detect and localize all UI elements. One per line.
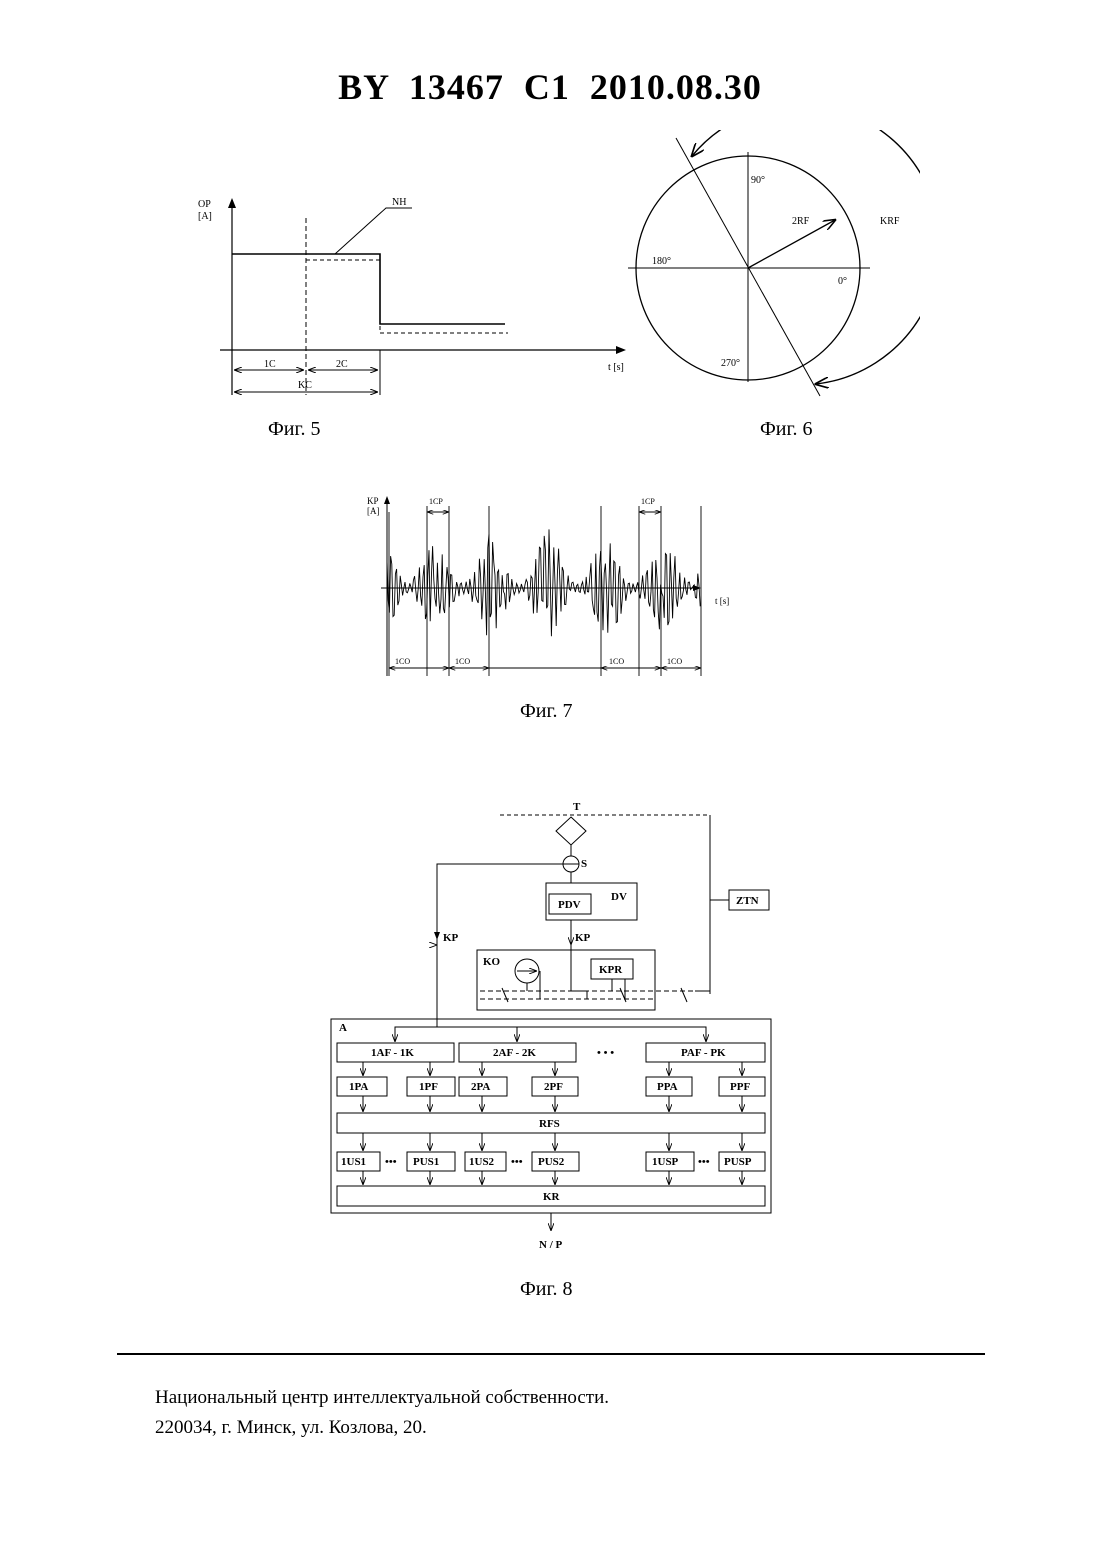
fig8-ppa-label: PPA [657,1081,678,1093]
fig8-2pa-label: 2PA [471,1081,490,1093]
fig7-1co-label-a: 1CO [395,657,410,666]
fig8-label-a: A [339,1022,347,1034]
fig8-pus2-label: PUS2 [538,1156,565,1168]
fig8-label-dv: DV [611,891,627,903]
fig5-y-arrow [228,198,236,208]
fig7-1co-label-d: 1CO [667,657,682,666]
fig8-af-label-p: PAF - PK [681,1047,726,1059]
fig8-label-s: S [581,858,587,870]
fig8-af-label-2: 2AF - 2K [493,1047,536,1059]
fig5-1c-label: 1C [264,359,276,370]
fig8-label-kp-left: KP [443,932,459,944]
fig8-kr-label: KR [543,1191,561,1203]
fig8-label-t: T [573,801,581,813]
fig8-kp-arrow-left [434,932,440,940]
fig8-1us2-label: 1US2 [469,1156,495,1168]
fig8-af-label-1: 1AF - 1K [371,1047,414,1059]
fig8-1pf-label: 1PF [419,1081,438,1093]
fig7-1co-label-b: 1CO [455,657,470,666]
fig6-label-90: 90° [751,175,765,186]
fig6-label-krf: KRF [880,216,900,227]
fig5-dashed-curve [306,260,508,333]
footer: Национальный центр интеллектуальной собс… [155,1383,609,1443]
fig6-label-180: 180° [652,256,671,267]
fig8-2pf-label: 2PF [544,1081,563,1093]
fig7-y-label: KP [367,496,379,506]
fig6-caption: Фиг. 6 [760,418,812,441]
figure-6-phase-diagram: 90° 180° 0° 270° 2RF KRF [620,130,920,405]
figure-7-signal-chart: KP [A] t [s] 1CP 1CP 1CO 1CO 1CO 1CO [365,492,745,684]
fig8-ppf-label: PPF [730,1081,750,1093]
fig7-1cp-label-a: 1CP [429,497,443,506]
fig8-1us1-label: 1US1 [341,1156,366,1168]
fig5-nh-leader [335,208,412,254]
fig7-x-label: t [s] [715,596,729,606]
fig7-interval-markers [389,506,701,676]
fig6-label-270: 270° [721,358,740,369]
fig5-2c-label: 2C [336,359,348,370]
fig8-small-dots-3: ••• [698,1156,710,1168]
fig8-pusp-label: PUSP [724,1156,752,1168]
fig5-solid-curve [232,254,505,324]
fig8-small-dots-2: ••• [511,1156,523,1168]
fig8-np-label: N / P [539,1239,563,1251]
fig7-y-unit: [A] [367,506,380,516]
fig8-rfs-label: RFS [539,1118,560,1130]
fig8-pus1-label: PUS1 [413,1156,439,1168]
fig8-label-pdv: PDV [558,899,581,911]
fig5-y-unit: [A] [198,211,212,222]
figure-8-block-diagram: T S DV PDV ZTN KP KP KO KPR A 1AF - 1K 2… [325,795,785,1255]
fig5-kc-label: KC [298,380,312,391]
fig8-1pa-label: 1PA [349,1081,368,1093]
fig5-y-label: OP [198,199,211,210]
fig7-1co-label-c: 1CO [609,657,624,666]
fig6-label-2rf: 2RF [792,216,810,227]
fig8-1usp-label: 1USP [652,1156,679,1168]
page-title: BY 13467 C1 2010.08.30 [0,66,1100,108]
fig8-label-ko: KO [483,956,501,968]
fig7-caption: Фиг. 7 [520,700,572,723]
figure-5-step-chart: OP [A] t [s] NH 1C 2C KC [190,190,640,410]
fig8-label-kpr: KPR [599,964,623,976]
fig7-y-arrow [384,496,390,504]
fig8-dots: • • • [597,1047,614,1059]
footer-line-1: Национальный центр интеллектуальной собс… [155,1383,609,1413]
fig8-sensor-diamond [556,817,586,845]
fig5-caption: Фиг. 5 [268,418,320,441]
footer-line-2: 220034, г. Минск, ул. Козлова, 20. [155,1413,609,1443]
fig7-signal-trace [387,529,700,636]
fig8-caption: Фиг. 8 [520,1278,572,1301]
fig8-label-ztn: ZTN [736,895,759,907]
fig5-nh-label: NH [392,197,406,208]
fig8-label-kp-center: KP [575,932,591,944]
footer-divider [117,1353,985,1355]
fig6-vector-2rf [748,220,835,268]
fig7-1cp-label-b: 1CP [641,497,655,506]
fig8-small-dots-1: ••• [385,1156,397,1168]
fig6-krf-arc [692,130,920,384]
fig6-label-0: 0° [838,276,847,287]
